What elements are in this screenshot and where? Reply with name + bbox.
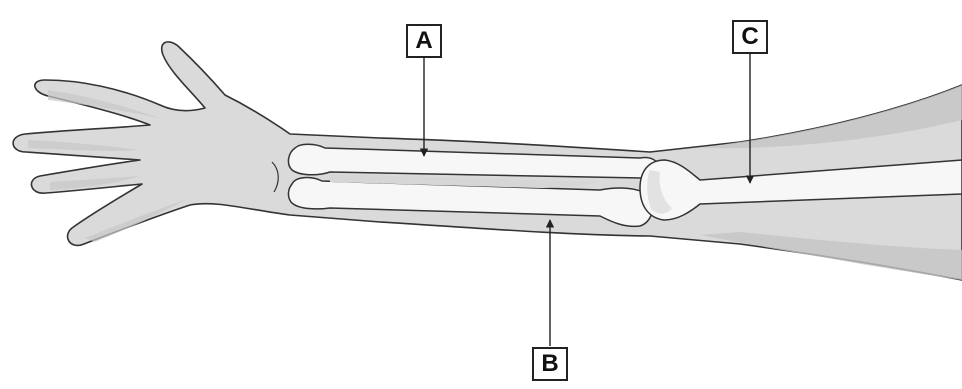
label-b: B <box>532 347 568 381</box>
label-c: C <box>732 20 768 54</box>
label-a: A <box>406 24 442 58</box>
